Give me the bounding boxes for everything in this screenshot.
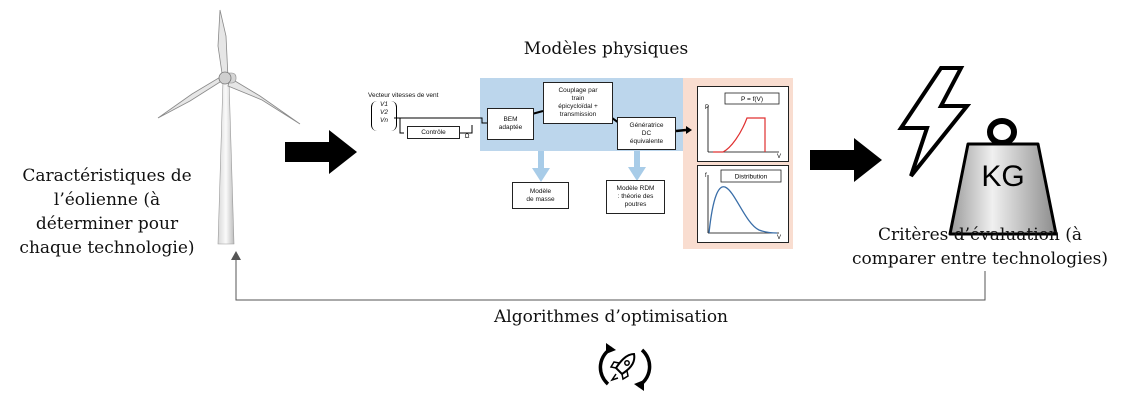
rdm-model-box: Modèle RDM : théorie des poutres (606, 180, 665, 214)
power-plot-title: P = f(V) (741, 96, 763, 103)
power-curve (713, 117, 766, 153)
coupling-box: Couplage par train épicycloïdal + transm… (543, 82, 613, 124)
optimization-feedback-line (231, 251, 986, 301)
optimization-algorithms-label: Algorithmes d’optimisation (493, 307, 729, 327)
left-label-line-4: chaque technologie) (19, 238, 195, 258)
generator-box: Génératrice DC équivalente (617, 117, 676, 150)
wind-vector-label: Vecteur vitesses de vent (368, 92, 439, 99)
power-curve-plot: P = f(V) P V (697, 86, 789, 162)
generator-label-3: équivalente (629, 137, 664, 145)
generator-label-1: Génératrice (629, 121, 664, 129)
control-label: Contrôle (421, 128, 446, 136)
rdm-model-label-2: : théorie des (617, 193, 654, 200)
arrow-right-icon (810, 138, 882, 182)
left-label-line-3: déterminer pour (35, 214, 179, 234)
mass-model-label-1: Modèle (529, 187, 552, 195)
rdm-model-label-1: Modèle RDM (616, 185, 655, 192)
vector-vn: Vn (380, 117, 388, 124)
turbine-characteristics-label: Caractéristiques de l’éolienne (à déterm… (8, 164, 206, 260)
bem-box: BEM adaptée (487, 108, 534, 140)
power-plot-x-axis: V (777, 154, 781, 160)
mass-model-box: Modèle de masse (512, 182, 569, 209)
rdm-model-label-3: poutres (624, 201, 647, 208)
power-plot-y-axis: P (705, 105, 709, 111)
left-label-line-1: Caractéristiques de (22, 166, 192, 186)
coupling-label-2: train (571, 95, 585, 102)
omega-label: Ω (464, 133, 470, 140)
model-connectors (394, 110, 692, 182)
weight-icon (948, 118, 1058, 236)
right-label-line-1: Critères d’évaluation (à (877, 225, 1082, 245)
mass-model-label-2: de masse (526, 195, 555, 203)
bem-label-2: adaptée (498, 124, 523, 131)
bem-label-1: BEM (503, 116, 518, 123)
coupling-label-4: transmission (559, 111, 597, 118)
distribution-plot-title: Distribution (735, 174, 768, 181)
control-box: Contrôle (407, 126, 460, 139)
coupling-label-1: Couplage par (558, 87, 598, 94)
rocket-cycle-icon (598, 343, 652, 391)
generator-label-2: DC (641, 129, 652, 137)
distribution-plot-y-axis: f (705, 173, 707, 179)
wind-turbine-icon (157, 9, 301, 245)
distribution-curve (708, 186, 778, 234)
wind-vector: V1 V2 Vn (371, 101, 397, 131)
evaluation-criteria-label: Critères d’évaluation (à comparer entre … (832, 223, 1128, 271)
right-label-line-2: comparer entre technologies) (852, 249, 1108, 269)
lightning-icon (897, 66, 971, 178)
arrow-right-icon (285, 130, 357, 174)
vector-v2: V2 (380, 109, 388, 116)
distribution-plot: Distribution f V (697, 165, 789, 243)
weight-label: KG (981, 160, 1025, 193)
physical-models-title: Modèles physiques (523, 39, 689, 59)
left-label-line-2: l’éolienne (à (53, 190, 161, 210)
vector-v1: V1 (380, 101, 388, 108)
coupling-label-3: épicycloïdal + (558, 103, 598, 110)
distribution-plot-x-axis: V (777, 235, 781, 241)
